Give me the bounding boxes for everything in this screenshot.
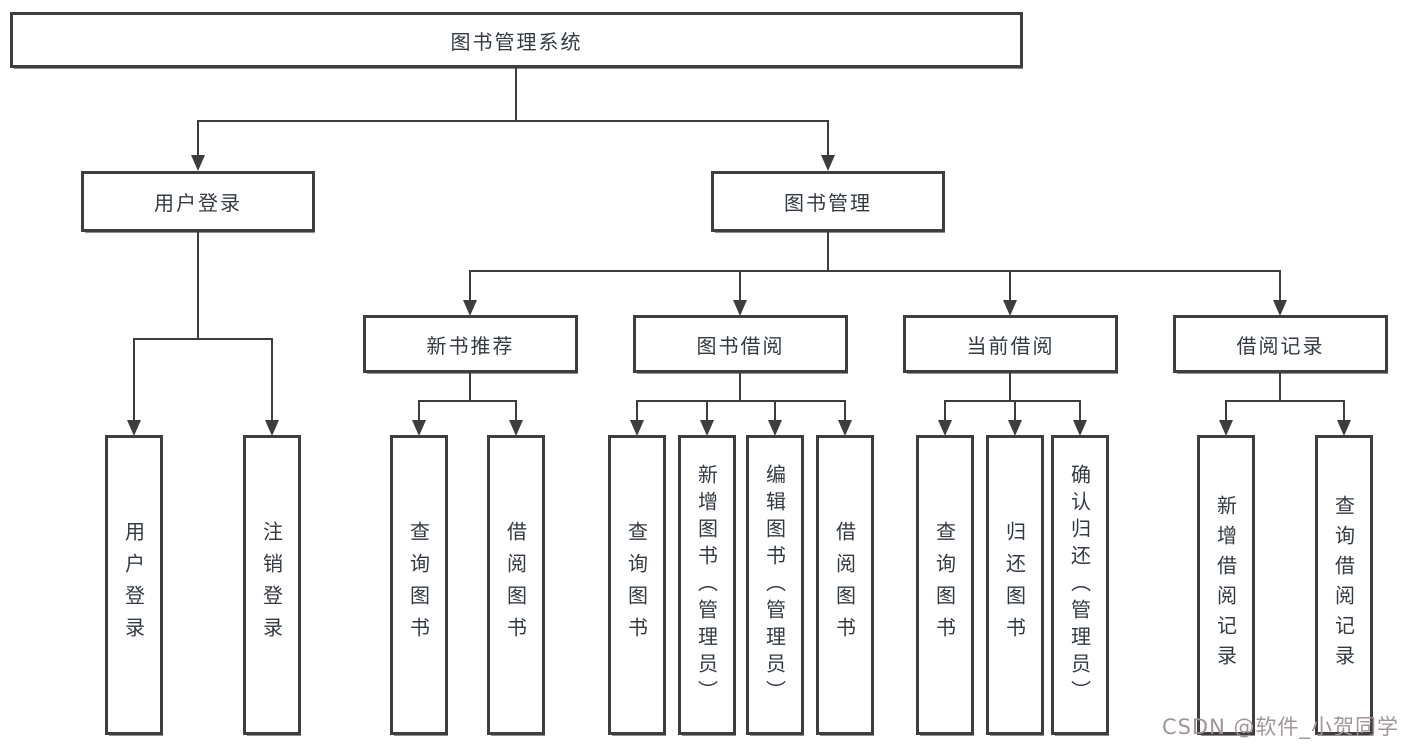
connector-v: [469, 373, 471, 400]
leaf-query-record: 查询借阅记录: [1315, 435, 1373, 735]
connector-v: [1279, 270, 1281, 302]
arrowhead-down-icon: [1337, 420, 1351, 436]
node-book-borrow-label: 图书借阅: [696, 333, 785, 358]
leaf-edit-book: 编辑图书（管理员）: [746, 435, 804, 735]
arrowhead-down-icon: [768, 420, 782, 436]
connector-v: [1225, 400, 1227, 424]
leaf-return-book-label: 归还图书: [1002, 521, 1027, 649]
node-user-login-label: 用户登录: [154, 191, 242, 215]
arrowhead-down-icon: [821, 155, 835, 171]
leaf-add-record-label: 新增借阅记录: [1213, 495, 1238, 675]
connector-v: [827, 232, 829, 270]
connector-v: [944, 400, 946, 424]
arrowhead-down-icon: [509, 420, 523, 436]
leaf-confirm-return-label: 确认归还（管理员）: [1067, 463, 1092, 707]
node-new-book-rec: 新书推荐: [363, 315, 578, 373]
leaf-logout-label: 注销登录: [259, 521, 284, 649]
leaf-logout: 注销登录: [243, 435, 301, 735]
leaf-query-record-label: 查询借阅记录: [1331, 495, 1356, 675]
connector-v: [271, 338, 273, 422]
leaf-query-book-3: 查询图书: [916, 435, 974, 735]
node-root: 图书管理系统: [10, 12, 1023, 68]
node-borrow-records: 借阅记录: [1173, 315, 1388, 373]
arrowhead-down-icon: [412, 420, 426, 436]
leaf-borrow-book-2: 借阅图书: [816, 435, 874, 735]
arrowhead-down-icon: [733, 300, 747, 316]
connector-v: [844, 400, 846, 424]
node-new-book-rec-label: 新书推荐: [426, 333, 515, 358]
leaf-confirm-return: 确认归还（管理员）: [1051, 435, 1109, 735]
connector-v: [774, 400, 776, 424]
node-current-borrow-label: 当前借阅: [966, 333, 1055, 358]
arrowhead-down-icon: [1273, 300, 1287, 316]
connector-v: [739, 270, 741, 302]
arrowhead-down-icon: [630, 420, 644, 436]
connector-v: [1079, 400, 1081, 424]
connector-v: [197, 120, 199, 158]
connector-h: [197, 120, 829, 122]
arrowhead-down-icon: [838, 420, 852, 436]
leaf-borrow-book-2-label: 借阅图书: [832, 521, 857, 649]
leaf-return-book: 归还图书: [986, 435, 1044, 735]
connector-v: [1014, 400, 1016, 424]
connector-v: [515, 68, 517, 120]
arrowhead-down-icon: [1219, 420, 1233, 436]
connector-v: [418, 400, 420, 424]
arrowhead-down-icon: [463, 300, 477, 316]
leaf-add-book: 新增图书（管理员）: [678, 435, 736, 735]
connector-v: [1009, 373, 1011, 400]
arrowhead-down-icon: [1003, 300, 1017, 316]
connector-v: [1009, 270, 1011, 302]
node-current-borrow: 当前借阅: [903, 315, 1118, 373]
node-book-borrow: 图书借阅: [633, 315, 848, 373]
leaf-query-book-2: 查询图书: [608, 435, 666, 735]
leaf-query-book-1-label: 查询图书: [406, 521, 431, 649]
csdn-watermark: CSDN @软件_小贺同学: [1161, 715, 1399, 739]
connector-v: [1343, 400, 1345, 424]
connector-v: [515, 400, 517, 424]
connector-h: [1225, 400, 1345, 402]
leaf-user-login: 用户登录: [105, 435, 163, 735]
leaf-borrow-book-1-label: 借阅图书: [503, 521, 528, 649]
leaf-add-record: 新增借阅记录: [1197, 435, 1255, 735]
arrowhead-down-icon: [938, 420, 952, 436]
leaf-query-book-2-label: 查询图书: [624, 521, 649, 649]
node-borrow-records-label: 借阅记录: [1236, 333, 1325, 358]
connector-v: [706, 400, 708, 424]
connector-v: [469, 270, 471, 302]
connector-v: [739, 373, 741, 400]
connector-v: [636, 400, 638, 424]
connector-h: [636, 400, 846, 402]
node-root-label: 图书管理系统: [450, 29, 583, 54]
leaf-query-book-1: 查询图书: [390, 435, 448, 735]
connector-v: [827, 120, 829, 158]
connector-h: [133, 338, 273, 340]
connector-h: [469, 270, 1281, 272]
node-book-mgmt-label: 图书管理: [784, 191, 872, 215]
leaf-query-book-3-label: 查询图书: [932, 521, 957, 649]
connector-v: [1279, 373, 1281, 400]
connector-v: [197, 232, 199, 339]
arrowhead-down-icon: [191, 155, 205, 171]
leaf-borrow-book-1: 借阅图书: [487, 435, 545, 735]
arrowhead-down-icon: [1008, 420, 1022, 436]
connector-h: [944, 400, 1081, 402]
leaf-add-book-label: 新增图书（管理员）: [694, 463, 719, 707]
leaf-user-login-label: 用户登录: [121, 521, 146, 649]
arrowhead-down-icon: [700, 420, 714, 436]
leaf-edit-book-label: 编辑图书（管理员）: [762, 463, 787, 707]
node-book-mgmt: 图书管理: [711, 171, 945, 232]
arrowhead-down-icon: [1073, 420, 1087, 436]
connector-h: [418, 400, 517, 402]
arrowhead-down-icon: [127, 420, 141, 436]
node-user-login: 用户登录: [81, 171, 315, 232]
connector-v: [133, 338, 135, 422]
arrowhead-down-icon: [265, 420, 279, 436]
